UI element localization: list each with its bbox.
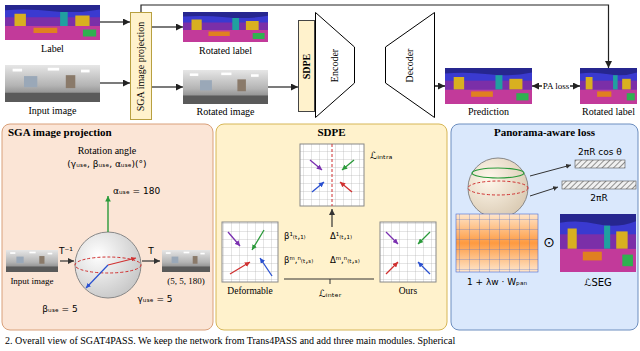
image-thumbnail: Rotated label bbox=[183, 12, 268, 57]
process-box: SDPE bbox=[298, 20, 315, 112]
annotation-label: Rotation angle bbox=[78, 145, 137, 157]
flow-arrow bbox=[152, 26, 183, 27]
annotation-label: T⁻¹ bbox=[59, 246, 73, 256]
annotation-label: αᵤₛₑ = 180 bbox=[113, 186, 160, 196]
panel-title: SGA image projection bbox=[2, 124, 213, 141]
trapezoid-shape bbox=[316, 13, 355, 118]
annotation-label: T bbox=[148, 246, 154, 256]
annotation-label: βᵤₛₑ = 5 bbox=[42, 304, 78, 314]
annotation-label: β¹₍ₜ,₁₎ bbox=[284, 232, 306, 242]
flow-arrow bbox=[100, 82, 130, 83]
image-caption: Input image bbox=[28, 105, 76, 117]
flow-arrow bbox=[141, 5, 609, 68]
annotation-label: ℒᵢₙₜᵣₐ bbox=[370, 150, 392, 162]
annotation-label: 2πR cos θ bbox=[578, 147, 622, 157]
flow-arrow bbox=[152, 86, 183, 87]
image-thumbnail: Rotated image bbox=[183, 70, 268, 118]
figure-caption: 2. Overall view of SGAT4PASS. We keep th… bbox=[5, 335, 455, 347]
image-caption: Rotated label bbox=[582, 106, 635, 118]
annotation-label: (5, 5, 180) bbox=[167, 276, 205, 286]
annotation-label: ℒᵢₙₜₑᵣ bbox=[319, 288, 342, 300]
process-box: SGA image projection bbox=[130, 12, 152, 120]
image-thumbnail: Prediction bbox=[445, 68, 532, 118]
trapezoid-shape bbox=[386, 13, 435, 118]
edge-label: PA loss bbox=[542, 81, 570, 91]
image-caption: Prediction bbox=[468, 106, 509, 118]
annotation-label: (γᵤₛₑ, βᵤₛₑ, αᵤₛₑ)(°) bbox=[67, 159, 146, 169]
image-thumbnail: Input image bbox=[5, 65, 100, 117]
block-label: Encoder bbox=[329, 48, 340, 81]
image-thumbnail: Label bbox=[5, 5, 100, 55]
panel-title: SDPE bbox=[216, 124, 447, 141]
flow-arrow bbox=[435, 85, 445, 87]
flow-arrow bbox=[268, 86, 298, 87]
annotation-label: 2πR bbox=[590, 193, 607, 203]
block-label: SGA image projection bbox=[136, 21, 147, 110]
annotation-label: βᵐ,ⁿ₍ₜ,ₛ₎ bbox=[284, 256, 313, 266]
block-label: SDPE bbox=[301, 53, 312, 79]
block-label: Decoder bbox=[405, 48, 416, 82]
annotation-label: ⊙ bbox=[543, 234, 555, 250]
encoder-trapezoid: Encoder bbox=[315, 12, 355, 118]
image-caption: Label bbox=[41, 43, 64, 55]
annotation-label: Input image bbox=[10, 276, 53, 286]
image-thumbnail: Rotated label bbox=[580, 68, 637, 118]
flow-arrow bbox=[100, 21, 130, 22]
annotation-label: ℒSEG bbox=[584, 277, 612, 289]
panel-title: Panorama-aware loss bbox=[451, 124, 638, 141]
annotation-label: Deformable bbox=[227, 286, 272, 297]
module-panel: SDPE bbox=[216, 124, 447, 330]
decoder-trapezoid: Decoder bbox=[385, 12, 435, 118]
annotation-label: Δ¹₍ₜ,₁₎ bbox=[330, 232, 352, 242]
annotation-label: Δᵐ,ⁿ₍ₜ,ₛ₎ bbox=[330, 256, 360, 266]
image-caption: Rotated label bbox=[199, 45, 252, 57]
annotation-label: γᵤₛₑ = 5 bbox=[137, 294, 172, 304]
annotation-label: Ours bbox=[399, 286, 417, 297]
annotation-label: 1 + λw · Wₚₐₙ bbox=[467, 277, 527, 287]
image-caption: Rotated image bbox=[196, 106, 254, 118]
